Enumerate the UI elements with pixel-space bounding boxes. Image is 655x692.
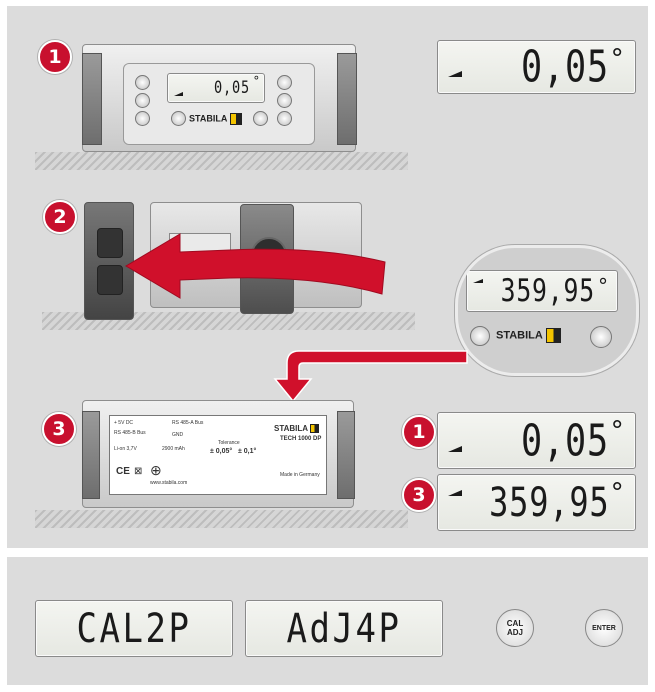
end-cap-left	[82, 53, 102, 145]
checker-logo-icon	[310, 424, 320, 434]
degree-symbol: °	[609, 478, 625, 508]
power-button[interactable]	[470, 326, 490, 346]
device-lcd: 0,05 °	[167, 73, 265, 103]
ground-hatch-1	[35, 152, 408, 170]
device-end-left	[84, 202, 134, 320]
rotate-arrow-icon	[125, 233, 386, 299]
magnifier-zoom: 359,95 ° STABILA	[455, 245, 639, 376]
label-rs485b: RS 485-B Bus	[114, 430, 146, 436]
cal-label: CAL	[506, 619, 524, 628]
enter-button[interactable]: ENTER	[585, 609, 623, 647]
adj4p-text: AdJ4P	[286, 605, 402, 652]
cal2p-text: CAL2P	[76, 605, 192, 652]
port-lower	[97, 265, 123, 295]
step-1-badge: 1	[38, 40, 72, 74]
end-cap-right	[337, 411, 355, 499]
step-1-badge-result: 1	[402, 415, 436, 449]
top-display: 0,05 °	[437, 40, 636, 94]
ground-hatch-2	[42, 312, 415, 330]
adj4p-display: AdJ4P	[245, 600, 443, 657]
label-tolerance: Tolerance	[218, 440, 240, 446]
magnified-lcd: 359,95 °	[466, 270, 618, 312]
label-rs485a: RS 485-A Bus	[172, 420, 204, 426]
adj-label: ADJ	[506, 628, 523, 637]
step-3-badge: 3	[42, 412, 76, 446]
degree-symbol: °	[252, 74, 260, 88]
result-reading-1: 0,05	[521, 415, 609, 466]
cal-button[interactable]	[590, 326, 612, 348]
degree-symbol: °	[596, 274, 609, 298]
label-tol-a: ± 0,05°	[210, 448, 233, 455]
indicator-triangle-icon	[174, 92, 183, 96]
end-cap-left	[82, 411, 100, 499]
right-button-4[interactable]	[277, 111, 292, 126]
globe-icon: ⊕	[150, 462, 162, 478]
degree-symbol: °	[609, 416, 625, 446]
degree-symbol: °	[609, 44, 625, 74]
left-button-2[interactable]	[135, 93, 150, 108]
label-made-in: Made in Germany	[280, 472, 320, 478]
right-button-1[interactable]	[277, 75, 292, 90]
result-display-1: 0,05 °	[437, 412, 636, 469]
label-battery: Li-on 3,7V	[114, 446, 137, 452]
label-gnd: GND	[172, 432, 184, 438]
label-capacity: 2900 mAh	[162, 446, 185, 452]
label-tol-b: ± 0,1°	[238, 448, 257, 455]
label-voltage: + 5V DC	[114, 420, 134, 426]
step-3-badge-result: 3	[402, 478, 436, 512]
result-display-3: 359,95 °	[437, 474, 636, 531]
ground-hatch-3	[35, 510, 408, 528]
checker-logo-icon	[545, 328, 561, 343]
label-website: www.stabila.com	[150, 480, 188, 486]
step-2-badge: 2	[43, 200, 77, 234]
ce-mark-icon: CE	[116, 466, 130, 477]
port-upper	[97, 228, 123, 258]
label-brand: STABILA	[274, 424, 320, 434]
magnifier-reading: 359,95	[500, 273, 595, 309]
brand-logo: STABILA	[189, 113, 242, 125]
device-spec-label: + 5V DC RS 485-A Bus RS 485-B Bus GND Li…	[109, 415, 327, 495]
left-button-1[interactable]	[135, 75, 150, 90]
result-reading-3: 359,95	[488, 479, 609, 526]
right-button-2[interactable]	[277, 93, 292, 108]
end-cap-right	[337, 53, 357, 145]
top-display-reading: 0,05	[521, 41, 609, 93]
cal2p-display: CAL2P	[35, 600, 233, 657]
checker-logo-icon	[229, 113, 242, 125]
indicator-triangle-icon	[448, 490, 462, 496]
brand-logo: STABILA	[496, 328, 561, 343]
power-button[interactable]	[171, 111, 186, 126]
enter-label: ENTER	[592, 624, 616, 632]
indicator-triangle-icon	[448, 71, 462, 77]
left-button-3[interactable]	[135, 111, 150, 126]
spirit-level-device-1: 0,05 ° STABILA	[82, 44, 357, 152]
device-reading: 0,05	[214, 78, 250, 98]
right-button-3[interactable]	[253, 111, 268, 126]
indicator-triangle-icon	[448, 446, 462, 452]
weee-bin-icon: ⊠	[134, 466, 143, 477]
down-arrow-icon	[273, 350, 468, 403]
spirit-level-device-3: + 5V DC RS 485-A Bus RS 485-B Bus GND Li…	[82, 400, 355, 508]
label-model: TECH 1000 DP	[280, 436, 322, 442]
indicator-triangle-icon	[473, 279, 483, 283]
